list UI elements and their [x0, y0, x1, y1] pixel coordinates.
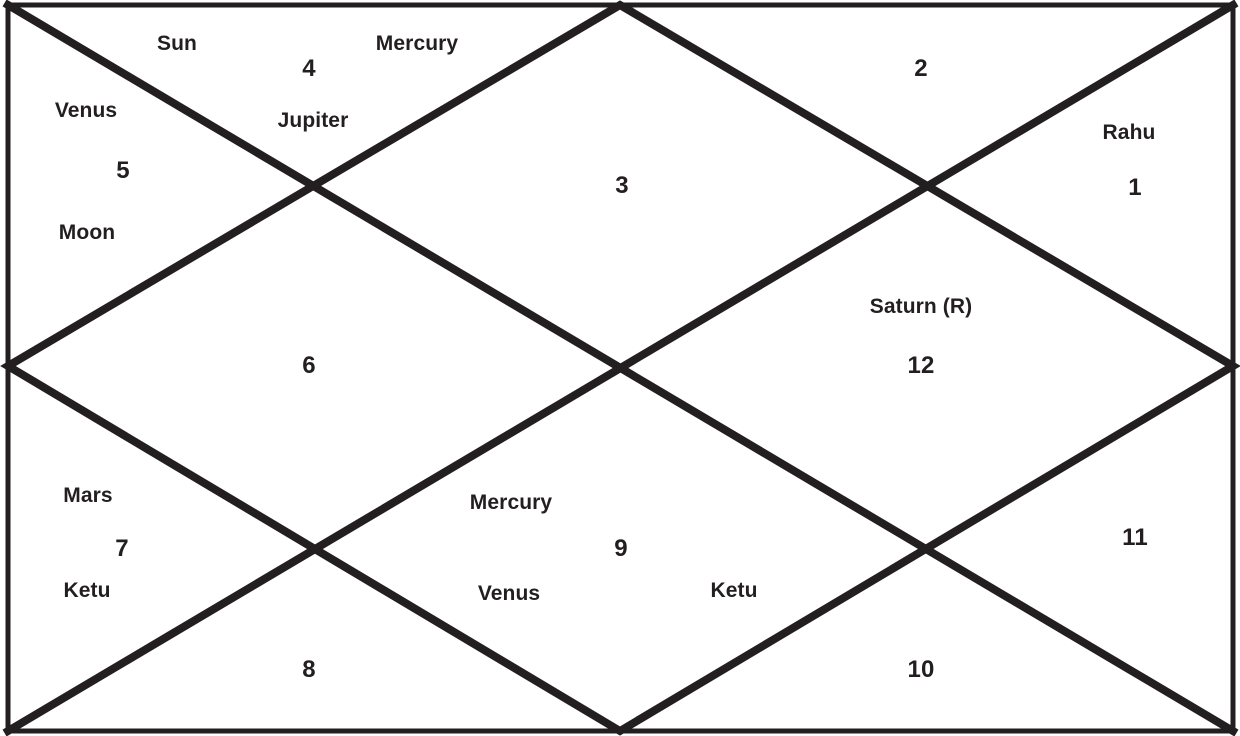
planet-label-rahu[interactable]: Rahu [1102, 121, 1156, 144]
planet-label-venus[interactable]: Venus [477, 582, 541, 605]
planet-label-mars[interactable]: Mars [63, 484, 113, 507]
house-number-1[interactable]: 1 [1128, 174, 1142, 201]
house-number-4[interactable]: 4 [302, 55, 316, 82]
planet-label-ketu[interactable]: Ketu [710, 579, 758, 602]
house-number-8[interactable]: 8 [302, 656, 316, 683]
house-number-2[interactable]: 2 [914, 55, 928, 82]
house-number-10[interactable]: 10 [907, 656, 935, 683]
planet-label-moon[interactable]: Moon [58, 221, 116, 244]
house-number-5[interactable]: 5 [116, 157, 130, 184]
house-number-3[interactable]: 3 [615, 172, 629, 199]
planet-label-sun[interactable]: Sun [157, 32, 197, 55]
planet-label-mercury[interactable]: Mercury [375, 32, 459, 55]
house-number-11[interactable]: 11 [1122, 524, 1148, 551]
house-number-7[interactable]: 7 [115, 535, 129, 562]
house-number-9[interactable]: 9 [614, 535, 628, 562]
planet-label-venus[interactable]: Venus [54, 99, 118, 122]
house-number-6[interactable]: 6 [302, 352, 316, 379]
planet-label-ketu[interactable]: Ketu [63, 579, 111, 602]
planet-label-mercury[interactable]: Mercury [469, 491, 553, 514]
planet-label-jupiter[interactable]: Jupiter [277, 109, 349, 132]
planet-label-saturn-r[interactable]: Saturn (R) [869, 295, 973, 318]
house-number-12[interactable]: 12 [907, 352, 935, 379]
